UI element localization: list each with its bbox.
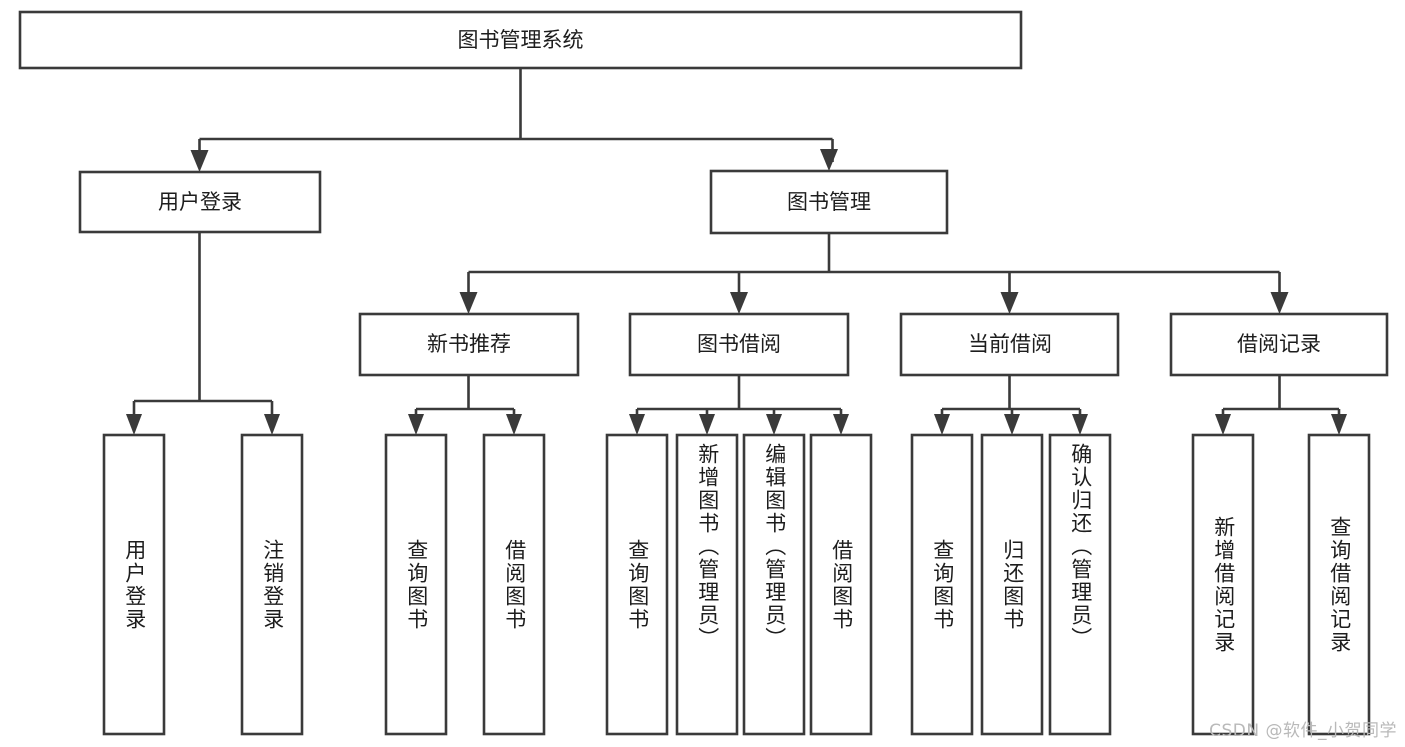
node-user-login-box[interactable] — [78, 170, 322, 234]
node-current-borrow-box[interactable] — [899, 312, 1120, 377]
node-leaf-query-borrow-record-box[interactable] — [1307, 433, 1371, 736]
node-current-borrow-label: 当前借阅 — [968, 332, 1052, 356]
node-leaf-confirm-return-admin-box[interactable] — [1048, 433, 1112, 736]
node-borrow-record-label: 借阅记录 — [1237, 332, 1321, 356]
node-book-borrow-box[interactable] — [628, 312, 850, 377]
arrowhead-to-leaf-borrow-book-recommend — [506, 414, 522, 435]
arrowhead-root-to-book-manage — [820, 149, 838, 171]
arrowhead-to-new-book-recommend — [459, 292, 478, 314]
node-new-book-recommend-label: 新书推荐 — [427, 332, 511, 356]
node-root-box[interactable] — [18, 10, 1023, 70]
node-book-manage-box[interactable] — [709, 169, 949, 235]
node-leaf-borrow-book-recommend-box[interactable] — [482, 433, 546, 736]
node-leaf-query-book-recommend-box[interactable] — [384, 433, 448, 736]
arrowhead-to-leaf-query-book-borrow — [629, 414, 645, 435]
node-layer: 图书管理系统 用户登录 图书管理 新书推荐 图书借阅 当前借阅 借阅记录 — [18, 10, 1389, 736]
node-leaf-add-borrow-record-box[interactable] — [1191, 433, 1255, 736]
arrowhead-to-current-borrow — [1000, 292, 1019, 314]
node-leaf-edit-book-admin-box[interactable] — [742, 433, 806, 736]
arrowhead-to-book-borrow — [730, 292, 748, 314]
node-leaf-return-book-box[interactable] — [980, 433, 1044, 736]
connector-book-borrow-to-leaves — [635, 375, 843, 427]
node-leaf-query-book-borrow-box[interactable] — [605, 433, 669, 736]
arrowhead-to-leaf-query-book-recommend — [408, 414, 424, 435]
node-leaf-add-book-admin-box[interactable] — [675, 433, 739, 736]
node-leaf-user-logout-box[interactable] — [240, 433, 304, 736]
arrowhead-to-leaf-add-book-admin — [699, 414, 715, 435]
node-leaf-query-book-current-box[interactable] — [910, 433, 974, 736]
arrowhead-root-to-user-login — [190, 150, 209, 172]
node-new-book-recommend-box[interactable] — [358, 312, 580, 377]
arrowhead-to-borrow-record — [1270, 292, 1289, 314]
node-root-label: 图书管理系统 — [458, 28, 584, 52]
arrowhead-to-leaf-edit-book-admin — [766, 414, 782, 435]
arrowhead-to-leaf-confirm-return-admin — [1072, 414, 1088, 435]
connector-book-manage-to-level3 — [467, 233, 1281, 305]
connector-borrow-record-to-leaves — [1221, 375, 1341, 427]
arrowhead-to-leaf-query-borrow-record — [1331, 414, 1347, 435]
connector-user-login-to-leaves — [132, 232, 274, 427]
connector-new-book-recommend-to-leaves — [414, 375, 516, 427]
node-book-manage-label: 图书管理 — [787, 190, 871, 214]
connector-root-to-level2 — [198, 68, 834, 163]
arrowhead-to-leaf-query-book-current — [934, 414, 950, 435]
node-book-borrow-label: 图书借阅 — [697, 332, 781, 356]
node-borrow-record-box[interactable] — [1169, 312, 1389, 377]
node-leaf-borrow-book-box[interactable] — [809, 433, 873, 736]
arrowhead-to-leaf-user-login — [126, 414, 142, 435]
csdn-watermark: CSDN @软件_小贺同学 — [1209, 721, 1397, 741]
arrowhead-to-leaf-return-book — [1004, 414, 1020, 435]
connector-layer — [126, 68, 1347, 435]
arrowhead-to-leaf-user-logout — [264, 414, 280, 435]
node-leaf-user-login-box[interactable] — [102, 433, 166, 736]
arrowhead-to-leaf-add-borrow-record — [1215, 414, 1231, 435]
arrowhead-to-leaf-borrow-book — [833, 414, 849, 435]
node-user-login-label: 用户登录 — [158, 190, 242, 214]
